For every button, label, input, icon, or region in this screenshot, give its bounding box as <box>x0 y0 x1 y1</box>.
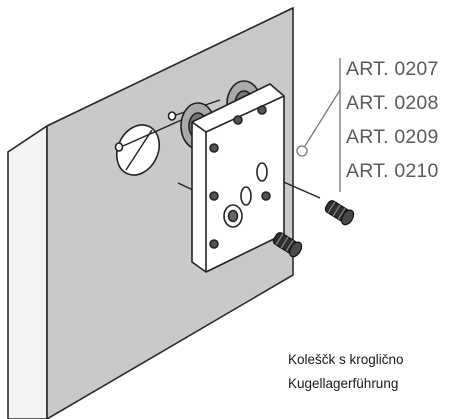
panel-side-edge <box>7 125 48 419</box>
small-pilot-hole-2 <box>167 111 177 121</box>
screw-right <box>324 200 355 226</box>
callout-leader <box>304 89 341 147</box>
screws <box>272 200 355 258</box>
article-number-3: ART. 0209 <box>346 126 439 148</box>
article-callout <box>296 58 341 192</box>
article-number-4: ART. 0210 <box>346 160 439 182</box>
article-number-1: ART. 0207 <box>346 58 439 80</box>
caption-line-2: Kugellagerführung <box>288 376 399 391</box>
callout-dot <box>296 145 308 157</box>
screw-bottom <box>272 232 303 258</box>
large-bore-hole <box>116 124 160 176</box>
article-number-2: ART. 0208 <box>346 92 439 114</box>
mounting-plate <box>191 83 285 273</box>
small-pilot-hole <box>114 142 124 152</box>
panel-holes <box>114 111 177 176</box>
caption-line-1: Koleščk s kroglično <box>288 352 404 367</box>
